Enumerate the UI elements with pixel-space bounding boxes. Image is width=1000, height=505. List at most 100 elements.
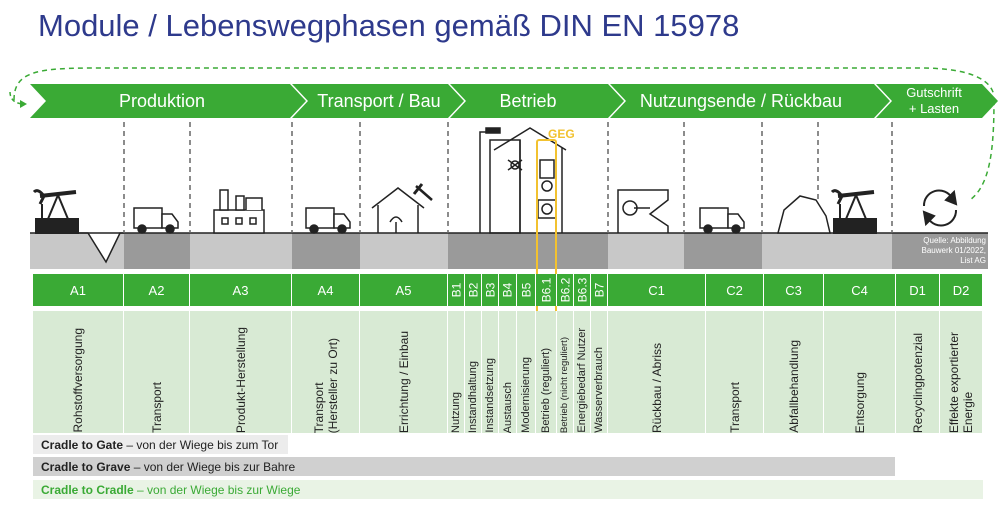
module-desc-a2: Transport: [124, 311, 190, 433]
module-code-label: B6.3: [575, 277, 589, 303]
module-desc-b4: Austausch: [499, 311, 517, 433]
demolition-icon: [617, 189, 669, 233]
recycle-icon: [922, 189, 958, 227]
module-desc-b7: Wasserverbrauch: [591, 311, 608, 433]
module-desc-b6-2: Betrieb (nicht reguliert): [557, 311, 574, 433]
phase-chevron-transport: [292, 84, 464, 118]
module-code-c4: C4: [824, 274, 896, 306]
module-code-d2: D2: [940, 274, 983, 306]
module-code-d1: D1: [896, 274, 940, 306]
module-desc-b1: Nutzung: [448, 311, 465, 433]
rock-icon: [777, 195, 831, 234]
cradle-to-grave-bar: Cradle to Grave – von der Wiege bis zur …: [33, 457, 895, 476]
module-code-label: B7: [592, 282, 606, 298]
phase-chevron-produktion: [30, 84, 306, 118]
source-line-1: Quelle: Abbildung: [923, 236, 986, 245]
cycle-arc: [13, 67, 995, 101]
module-desc-label: Nutzung: [450, 392, 462, 433]
module-code-label: A2: [148, 282, 165, 298]
module-desc-label: Rohstoffversorgung: [71, 328, 85, 433]
module-code-label: C3: [785, 282, 802, 298]
phase-chevron-betrieb: [450, 84, 624, 118]
source-line-2: Bauwerk 01/2022,: [921, 246, 987, 255]
module-desc-label: Transport: [727, 382, 742, 433]
cycle-arrowhead: [20, 100, 27, 108]
module-desc-label: Transport: [149, 382, 164, 433]
cradle-to-gate-bar: Cradle to Gate – von der Wiege bis zum T…: [33, 435, 288, 454]
module-desc-label: Rückbau / Abriss: [649, 342, 664, 433]
module-desc-line-1: Transport: [311, 382, 326, 433]
module-code-b6-2: B6.2: [557, 274, 574, 306]
module-desc-label: Modernisierung: [520, 357, 532, 433]
oil-pump-icon: [32, 189, 79, 234]
module-code-label: B6.1: [539, 277, 553, 303]
module-desc-label: Instandsetzung: [484, 358, 496, 433]
module-code-label: B4: [500, 282, 515, 298]
page-title: Module / Lebenswegphasen gemäß DIN EN 15…: [38, 8, 740, 43]
module-desc-label: Betrieb (nicht reguliert): [559, 336, 570, 433]
house-tech-icon: [493, 127, 567, 233]
module-desc-a1: Rohstoffversorgung: [33, 311, 124, 433]
module-code-c3: C3: [764, 274, 824, 306]
module-desc-d1: Recyclingpotenzial: [896, 311, 940, 433]
module-code-a5: A5: [360, 274, 448, 306]
module-code-label: A4: [317, 282, 334, 298]
module-desc-b6-1: Betrieb (reguliert): [536, 311, 557, 433]
module-desc-label: Entsorgung: [852, 371, 867, 433]
module-desc-a4: Transport(Hersteller zu Ort): [292, 311, 360, 433]
module-desc-line-2: Energie: [961, 391, 975, 433]
module-desc-c2: Transport: [706, 311, 764, 433]
ground-dark-a4: [292, 233, 360, 269]
module-code-label: B3: [483, 282, 497, 298]
truck-icon-c2: [699, 207, 745, 234]
cradle-to-gate-title: Cradle to Gate: [41, 437, 124, 452]
ground-dark-d: [892, 233, 988, 269]
module-desc-label: Instandhaltung: [467, 360, 479, 433]
module-desc-b2: Instandhaltung: [465, 311, 482, 433]
cradle-to-grave-desc: – von der Wiege bis zur Bahre: [130, 459, 296, 474]
cycle-arc-right: [969, 99, 995, 201]
cradle-to-cradle-desc: – von der Wiege bis zur Wiege: [133, 482, 301, 497]
module-code-a3: A3: [190, 274, 292, 306]
module-code-label: D2: [952, 282, 970, 298]
truck-icon-a4: [305, 207, 351, 234]
module-desc-label: Austausch: [501, 381, 514, 433]
module-desc-line-2: (Hersteller zu Ort): [325, 337, 340, 433]
module-desc-line-1: Effekte exportierter: [947, 331, 961, 433]
module-code-label: B1: [449, 282, 463, 298]
module-code-b2: B2: [465, 274, 482, 306]
phase-label-produktion: Produktion: [119, 91, 205, 111]
ground-dark-c2: [684, 233, 762, 269]
module-code-label: C1: [648, 282, 665, 298]
module-desc-label: Energiebedarf Nutzer: [576, 328, 588, 433]
module-desc-label: Betrieb (reguliert): [540, 348, 552, 433]
module-code-b6-1: B6.1: [536, 274, 557, 306]
module-code-label: A3: [232, 282, 249, 298]
module-code-c1: C1: [608, 274, 706, 306]
module-code-b3: B3: [482, 274, 499, 306]
module-desc-b3: Instandsetzung: [482, 311, 499, 433]
cradle-to-gate-desc: – von der Wiege bis zum Tor: [123, 437, 279, 452]
house-build-icon: [371, 183, 433, 233]
ground-dark-b: [448, 233, 608, 269]
phase-label-nutzungsende: Nutzungsende / Rückbau: [640, 91, 842, 111]
phase-chevron-nutzungsende: [610, 84, 890, 118]
source-note: Quelle: Abbildung Bauwerk 01/2022, List …: [896, 236, 987, 266]
cradle-to-cradle-bar: Cradle to Cradle – von der Wiege bis zur…: [33, 480, 983, 499]
module-desc-b5: Modernisierung: [517, 311, 536, 433]
module-desc-c3: Abfallbehandlung: [764, 311, 824, 433]
module-code-label: B5: [519, 282, 533, 298]
module-desc-a3: Produkt-Herstellung: [190, 311, 292, 433]
module-code-c2: C2: [706, 274, 764, 306]
module-code-a1: A1: [33, 274, 124, 306]
module-code-b4: B4: [499, 274, 517, 306]
module-desc-c1: Rückbau / Abriss: [608, 311, 706, 433]
module-desc-label: Errichtung / Einbau: [396, 330, 411, 433]
module-code-b5: B5: [517, 274, 536, 306]
factory-icon: [213, 189, 265, 234]
module-desc-label: Wasserverbrauch: [593, 347, 605, 433]
module-code-label: C4: [851, 282, 868, 298]
module-code-a2: A2: [124, 274, 190, 306]
